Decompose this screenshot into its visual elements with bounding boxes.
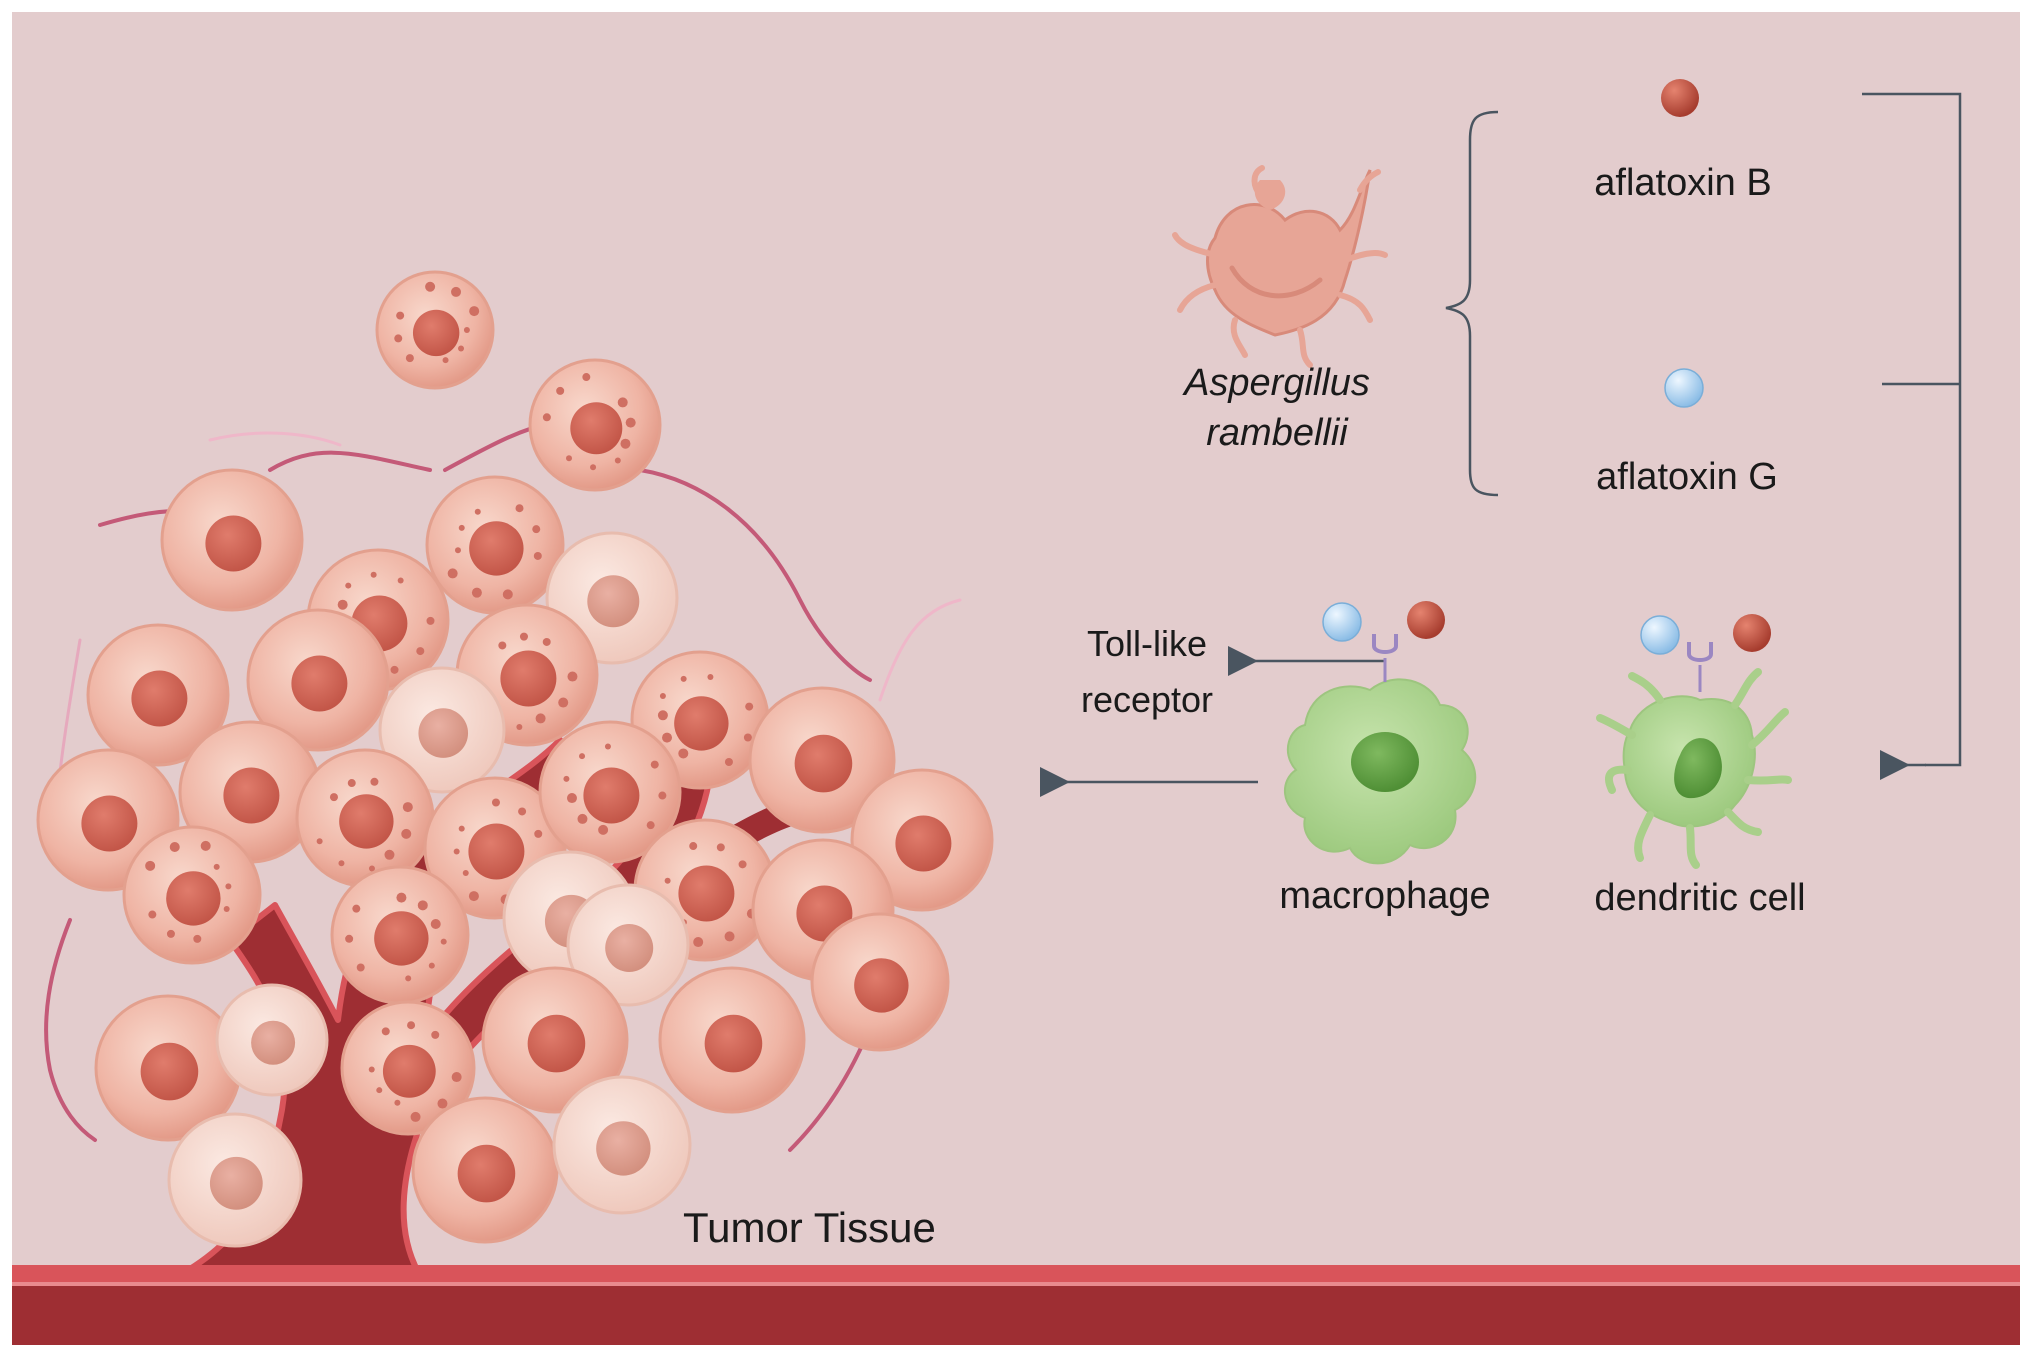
tumor-cell — [340, 1000, 476, 1136]
aflatoxin-g-icon — [1664, 368, 1704, 408]
tumor-cell — [411, 1096, 559, 1244]
tumor-cell — [378, 666, 506, 794]
tumor-cell — [552, 1075, 692, 1215]
aflatoxin-g-label: aflatoxin G — [1596, 456, 1778, 498]
toxin-connector — [1862, 92, 1962, 767]
main-vessel — [12, 1286, 2020, 1345]
main-vessel-highlight — [12, 1282, 2020, 1286]
dendritic-cell-icon — [1596, 642, 1792, 869]
macrophage-aflatoxin-b-icon — [1407, 601, 1445, 639]
tumor-cell — [330, 865, 470, 1005]
tumor-cell — [122, 825, 262, 965]
tissue-fibres — [44, 418, 962, 1152]
tumor-cell — [295, 748, 435, 888]
tumor-cell — [86, 623, 230, 767]
tumor-cell — [481, 966, 629, 1114]
aflatoxin-b-label: aflatoxin B — [1594, 162, 1772, 204]
tumor-cell — [375, 270, 495, 390]
tumor-cell — [850, 768, 994, 912]
fungus-name-line2: rambellii — [1206, 412, 1348, 454]
tumor-cell — [167, 1112, 303, 1248]
tumor-cell — [566, 883, 690, 1007]
tumor-cell — [538, 720, 682, 864]
main-vessel-rim — [12, 1265, 2020, 1287]
toll-like-receptor-label-line2: receptor — [1080, 679, 1214, 720]
tumor-cell — [528, 358, 662, 492]
tumor-cell — [178, 720, 322, 864]
macrophage-label: macrophage — [1279, 875, 1491, 917]
tumor-cell — [748, 686, 896, 834]
fungus-name-line1: Aspergillus — [1184, 362, 1370, 404]
tumor-cell — [246, 608, 390, 752]
tumor-cell — [160, 468, 304, 612]
tumor-cell — [810, 912, 950, 1052]
aflatoxin-b-icon — [1661, 79, 1699, 117]
toll-like-receptor-label-line1: Toll-like — [1086, 623, 1208, 664]
grouping-brace — [1445, 110, 1499, 497]
aspergillus-fungus-icon — [1172, 165, 1388, 368]
tumor-cell-cluster — [36, 270, 994, 1248]
tumor-cell — [425, 475, 565, 615]
dendritic-aflatoxin-g-icon — [1640, 615, 1680, 655]
tumor-tissue-label: Tumor Tissue — [683, 1204, 936, 1251]
dendritic-aflatoxin-b-icon — [1733, 614, 1771, 652]
tumor-cell — [215, 983, 329, 1097]
dendritic-cell-label: dendritic cell — [1594, 877, 1806, 919]
macrophage-aflatoxin-g-icon — [1322, 602, 1362, 642]
macrophage-icon — [1283, 634, 1477, 865]
tumor-cell — [658, 966, 806, 1114]
